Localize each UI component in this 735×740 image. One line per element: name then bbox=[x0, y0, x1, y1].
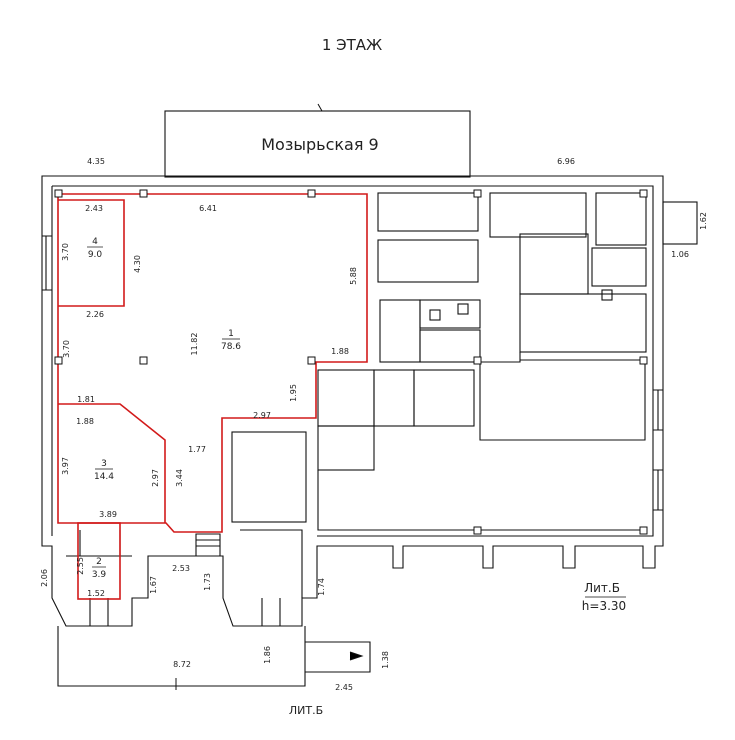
floor-title: 1 ЭТАЖ bbox=[322, 36, 382, 54]
dimension-label: 2.26 bbox=[86, 310, 104, 319]
dimension-label: 2.06 bbox=[40, 569, 49, 587]
dimension-label: 1.88 bbox=[331, 347, 349, 356]
sink-icon bbox=[457, 303, 469, 315]
outer-wall bbox=[41, 175, 664, 627]
room-4-outline bbox=[58, 199, 125, 307]
room-outline bbox=[317, 425, 375, 471]
room-outline bbox=[413, 369, 475, 427]
dimension-label: 2.53 bbox=[172, 564, 190, 573]
porch-right-bay bbox=[240, 529, 303, 626]
dimension-label: 1.77 bbox=[188, 445, 206, 454]
room-4-number: 4 bbox=[92, 237, 98, 247]
bottom-lit-label: ЛИТ.Б bbox=[289, 704, 323, 717]
room-2-area: 3.9 bbox=[92, 570, 107, 580]
room-outline bbox=[591, 247, 647, 287]
dimension-label: 1.67 bbox=[149, 576, 158, 594]
stair-block bbox=[195, 533, 221, 557]
column-marker bbox=[54, 356, 63, 365]
porch-outline bbox=[57, 626, 371, 687]
column-marker bbox=[473, 356, 482, 365]
column-marker bbox=[473, 526, 482, 535]
room-outline bbox=[373, 369, 415, 427]
room-2-outline bbox=[77, 522, 121, 600]
room-1-area: 78.6 bbox=[221, 342, 241, 352]
room-outline bbox=[595, 192, 647, 246]
dimension-label: 6.41 bbox=[199, 204, 217, 213]
dimension-label: 4.35 bbox=[87, 157, 105, 166]
dimension-label: 1.88 bbox=[76, 417, 94, 426]
lit-block-height: h=3.30 bbox=[582, 599, 626, 613]
column-marker bbox=[54, 189, 63, 198]
dimension-label: 2.97 bbox=[151, 469, 160, 487]
column-marker bbox=[473, 189, 482, 198]
room-outline bbox=[519, 233, 589, 295]
column-marker bbox=[639, 526, 648, 535]
room-outline bbox=[317, 369, 375, 427]
dimension-label: 6.96 bbox=[557, 157, 575, 166]
dimension-label: 1.81 bbox=[77, 395, 95, 404]
lit-block-name: Лит.Б bbox=[584, 581, 620, 595]
annex-block bbox=[662, 201, 698, 245]
room-4-area: 9.0 bbox=[88, 250, 103, 260]
room-1-number: 1 bbox=[228, 329, 234, 339]
room-outline bbox=[519, 293, 647, 353]
dimension-label: 2.97 bbox=[253, 411, 271, 420]
room-3-outline bbox=[58, 403, 166, 523]
room-3-area: 14.4 bbox=[94, 472, 114, 482]
wall-line bbox=[317, 352, 646, 531]
dimension-label: 1.52 bbox=[87, 589, 105, 598]
dimension-label: 1.62 bbox=[699, 212, 708, 230]
fixture-icon bbox=[601, 289, 613, 301]
column-marker bbox=[639, 189, 648, 198]
column-marker bbox=[639, 356, 648, 365]
room-outline bbox=[379, 299, 421, 363]
dimension-label: 1.06 bbox=[671, 250, 689, 259]
room-outline bbox=[419, 299, 481, 329]
porch-left-bay2 bbox=[89, 598, 109, 626]
dimension-label: 1.86 bbox=[263, 646, 272, 664]
room-2-number: 2 bbox=[96, 557, 102, 567]
room-outline bbox=[419, 329, 481, 363]
dimension-label: 1.74 bbox=[317, 578, 326, 596]
street-label: Мозырьская 9 bbox=[261, 135, 378, 154]
room-outline bbox=[377, 192, 479, 232]
dimension-label: 8.72 bbox=[173, 660, 191, 669]
column-marker bbox=[139, 189, 148, 198]
window-marks bbox=[42, 235, 663, 511]
room-outline bbox=[377, 239, 479, 283]
toilet-icon bbox=[429, 309, 441, 321]
room-outline bbox=[489, 192, 587, 238]
column-marker bbox=[139, 356, 148, 365]
column-marker bbox=[307, 189, 316, 198]
column-marker bbox=[307, 356, 316, 365]
dimension-label: 1.38 bbox=[381, 651, 390, 669]
dimension-label: 3.44 bbox=[175, 469, 184, 487]
dimension-label: 11.82 bbox=[190, 333, 199, 356]
dimension-label: 3.89 bbox=[99, 510, 117, 519]
dimension-label: 2.45 bbox=[335, 683, 353, 692]
dimension-label: 1.73 bbox=[203, 573, 212, 591]
dimension-label: 2.55 bbox=[76, 557, 85, 575]
room-3-number: 3 bbox=[101, 459, 107, 469]
highlighted-room-outline bbox=[57, 193, 368, 533]
inner-wall bbox=[51, 185, 654, 537]
section-tick bbox=[175, 103, 364, 690]
dimension-label: 5.88 bbox=[349, 267, 358, 285]
room-outline bbox=[231, 431, 307, 523]
porch-left-bay bbox=[66, 530, 132, 557]
dimension-label: 4.30 bbox=[133, 255, 142, 273]
street-building-block bbox=[164, 110, 471, 178]
dimension-label: 3.97 bbox=[61, 457, 70, 475]
dimension-label: 1.95 bbox=[289, 384, 298, 402]
dimension-label: 3.70 bbox=[61, 243, 70, 261]
dimension-label: 2.43 bbox=[85, 204, 103, 213]
dimension-label: 3.70 bbox=[62, 340, 71, 358]
